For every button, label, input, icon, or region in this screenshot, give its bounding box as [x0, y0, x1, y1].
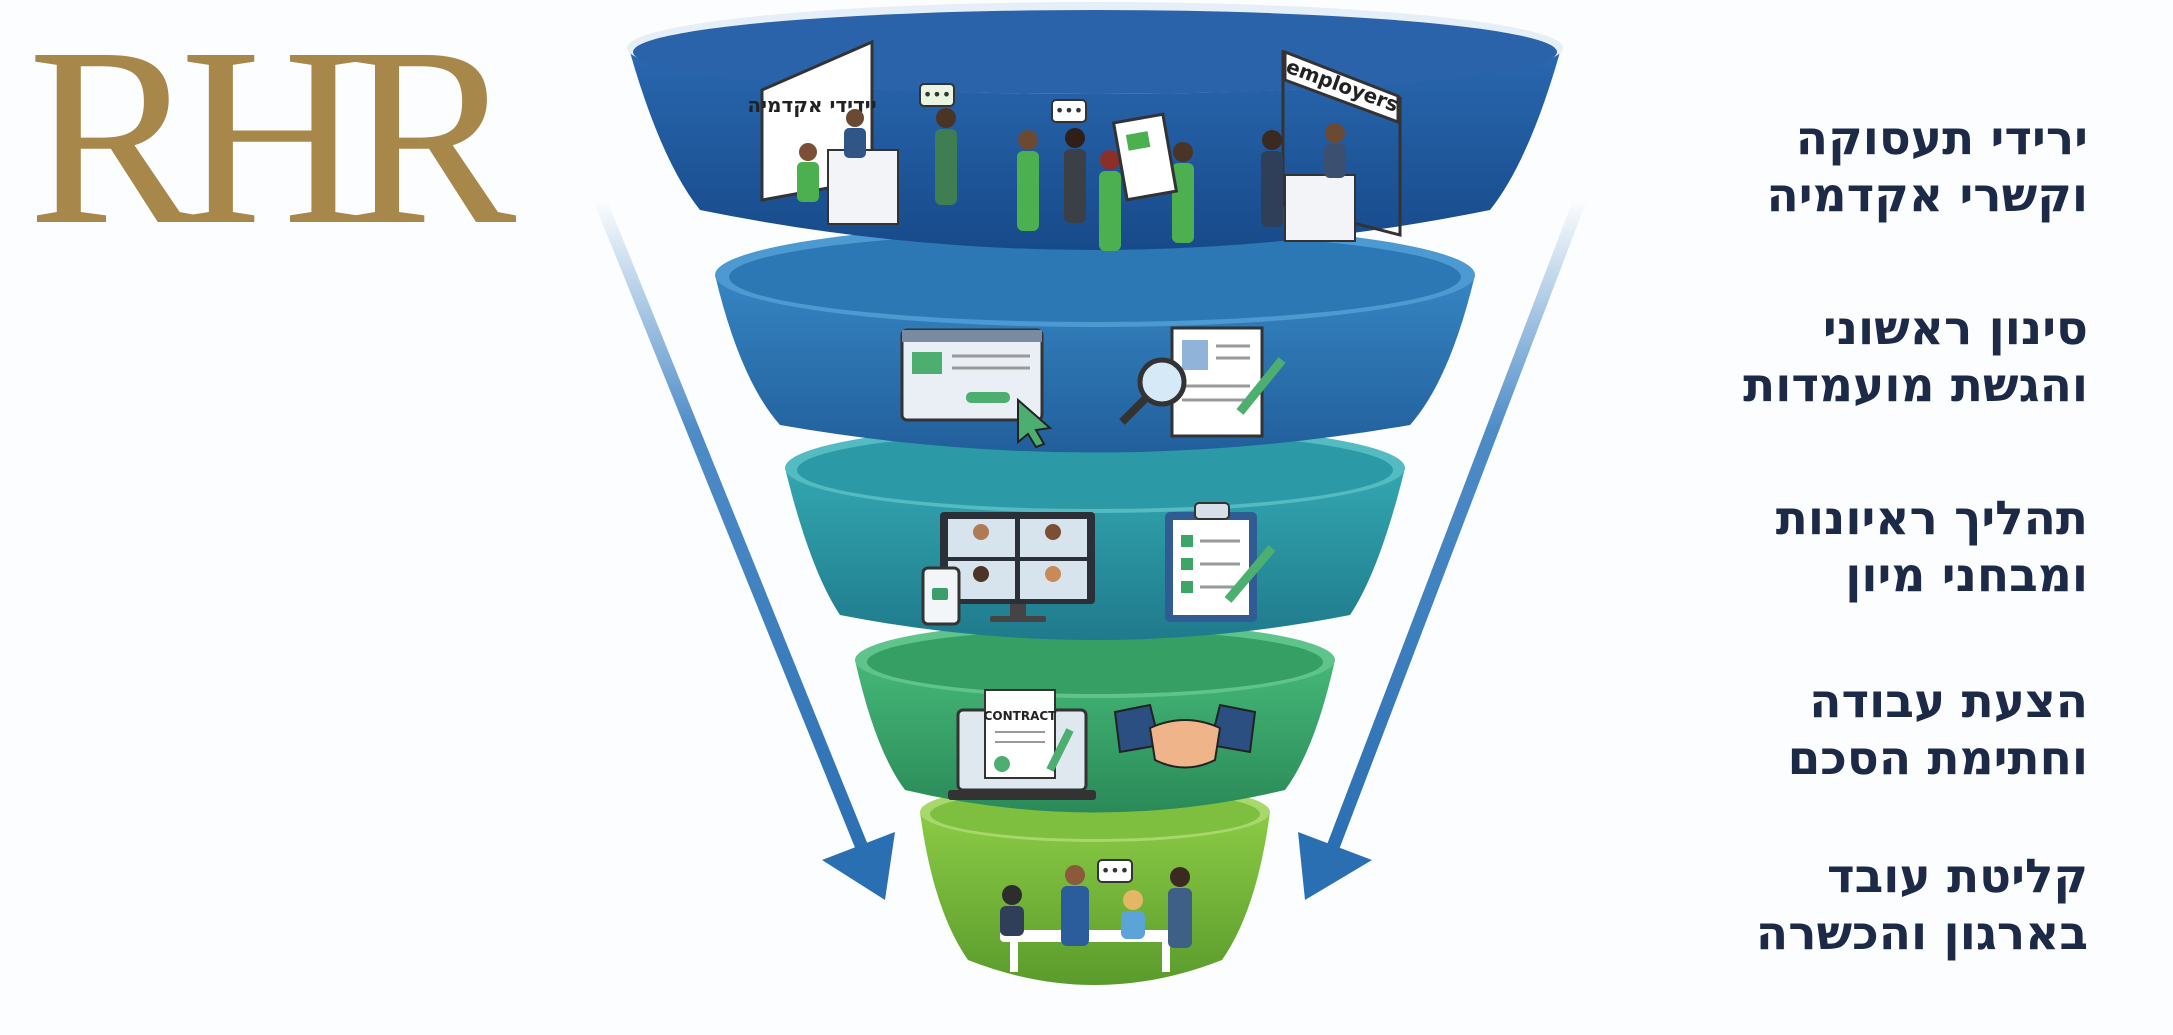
stage-2-line-2: והגשת מועמדות: [1743, 358, 2088, 413]
checklist-clipboard-icon: [1165, 502, 1257, 622]
stage-label-1: ירידי תעסוקה וקשרי אקדמיה: [1628, 110, 2088, 224]
resume-document-icon: [1170, 326, 1264, 438]
left-down-arrow: [593, 197, 895, 900]
contract-label: CONTRACT: [984, 709, 1058, 723]
chat-bubble-icon: ••• •••: [919, 83, 1087, 123]
stage-5-line-1: קליטת עובד: [1826, 849, 2088, 904]
svg-text:•••: •••: [1101, 861, 1129, 880]
pen-icon: [1236, 357, 1286, 415]
job-fair-booth-icon: יידידי אקדמיה: [747, 39, 899, 225]
video-interview-icon: [940, 512, 1095, 622]
employer-booth-icon: employers: [1261, 49, 1402, 242]
online-application-icon: [900, 328, 1044, 422]
contract-laptop-icon: CONTRACT: [948, 689, 1096, 800]
funnel-tier-4: [855, 622, 1335, 813]
magnifier-icon: [1119, 357, 1187, 425]
stage-label-5: קליטת עובד בארגון והכשרה: [1628, 848, 2088, 962]
stage-label-2: סינון ראשוני והגשת מועמדות: [1628, 300, 2088, 414]
pencil-icon: [1224, 545, 1276, 603]
cursor-icon: [1017, 397, 1053, 449]
stage-5-line-2: בארגון והכשרה: [1755, 906, 2088, 961]
people-group-icon: [935, 108, 1194, 251]
stage-1-line-2: וקשרי אקדמיה: [1766, 168, 2088, 223]
presentation-board-icon: [1111, 112, 1179, 202]
stage-4-line-1: הצעת עבודה: [1809, 674, 2088, 729]
right-down-arrow: [1298, 197, 1587, 900]
stage-4-line-2: וחתימת הסכם: [1787, 731, 2088, 786]
svg-text:•••: •••: [923, 85, 951, 104]
stage-label-4: הצעת עבודה וחתימת הסכם: [1628, 673, 2088, 787]
handshake-icon: [1113, 703, 1257, 769]
team-meeting-icon: [1000, 865, 1192, 972]
stage-2-line-1: סינון ראשוני: [1822, 301, 2088, 356]
rhr-logo: RHR: [28, 0, 516, 278]
stage-label-3: תהליך ראיונות ומבחני מיון: [1628, 490, 2088, 604]
phone-video-icon: [921, 566, 961, 626]
funnel-tier-2: [715, 223, 1475, 453]
chat-bubble-icon: •••: [1097, 859, 1133, 883]
stage-1-line-1: ירידי תעסוקה: [1795, 111, 2088, 166]
stage-3-line-1: תהליך ראיונות: [1775, 491, 2088, 546]
stage-3-line-2: ומבחני מיון: [1845, 548, 2088, 603]
svg-text:•••: •••: [1055, 101, 1083, 120]
